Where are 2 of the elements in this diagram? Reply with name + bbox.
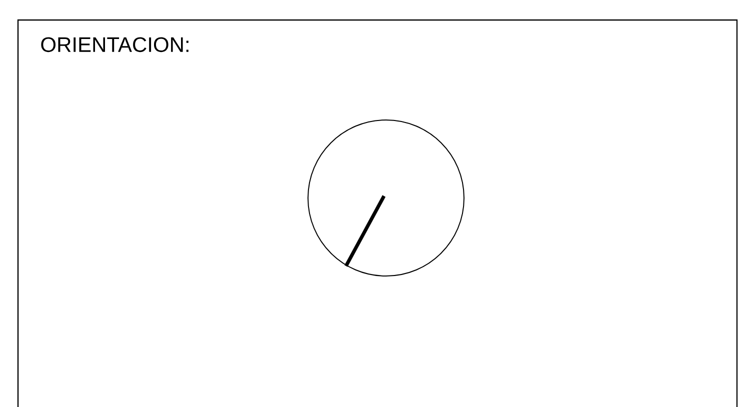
title: ORIENTACION: bbox=[41, 37, 188, 52]
dial-circle bbox=[308, 120, 464, 276]
